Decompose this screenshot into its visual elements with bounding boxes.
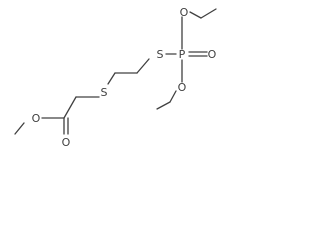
atom-s-thioether: S [101,86,108,99]
atom-label-group: O S P O O S O O [32,6,217,149]
bond-group [14,8,217,135]
atom-o-bottom: O [178,81,187,94]
bond-ch2-s [107,72,116,85]
atom-o-double: O [208,48,217,61]
atom-o-methoxy: O [32,112,41,125]
bond-ethyl-bottom-ch2 [169,90,177,103]
bond-ch2-carbonyl [63,96,77,119]
bond-ethyl-top-ch2 [189,11,202,19]
bond-ethyl-top-ch3 [200,8,217,19]
atom-p: P [179,48,186,61]
bond-s-ch2 [136,58,150,74]
molecule-structure: O S P O O S O O [14,6,217,149]
bond-o-ch3 [14,122,25,135]
atom-s-phosphoryl: S [157,48,164,61]
bond-ethyl-bottom-ch3 [156,101,171,110]
atom-o-top: O [180,6,189,19]
atom-o-carbonyl: O [62,136,71,149]
